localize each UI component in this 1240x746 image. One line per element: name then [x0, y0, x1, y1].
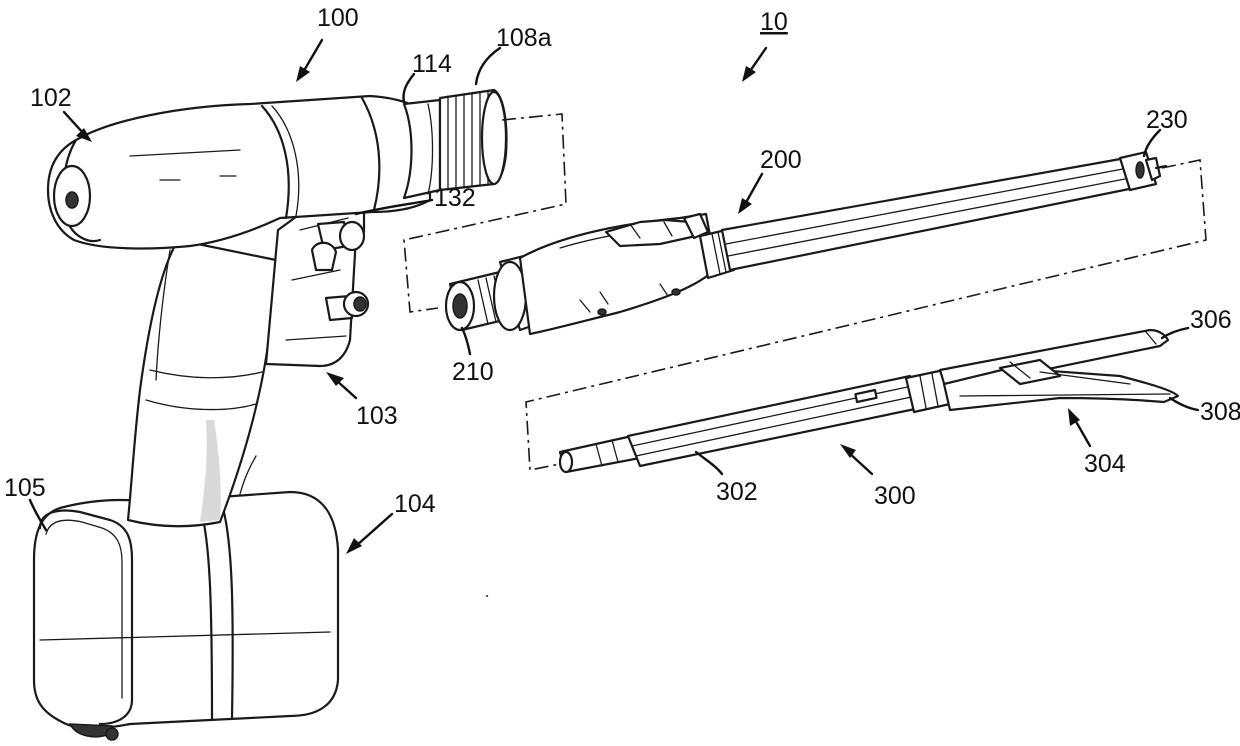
adapter-assembly	[446, 152, 1166, 334]
label-nose-114: 114	[412, 50, 452, 78]
label-system: 10	[760, 8, 788, 36]
speck	[486, 595, 488, 597]
label-cartridge: 308	[1200, 398, 1240, 426]
label-jaw-assembly: 304	[1084, 450, 1126, 478]
adapter-shaft	[722, 158, 1134, 270]
label-adapter-coupling: 210	[452, 358, 494, 386]
label-handle-rear: 102	[30, 84, 72, 112]
label-handle-assembly: 100	[317, 4, 359, 32]
label-adapter-distal: 230	[1146, 106, 1188, 134]
label-loading-unit: 300	[874, 482, 916, 510]
label-loading-unit-shaft: 302	[716, 478, 758, 506]
loading-unit-shaft	[628, 376, 920, 466]
label-connector-108a: 108a	[496, 24, 552, 52]
handle-body	[48, 96, 430, 248]
label-adapter: 200	[760, 146, 802, 174]
label-handle-housing: 103	[356, 402, 398, 430]
handle-grip	[128, 240, 276, 526]
label-battery-cover: 105	[4, 474, 46, 502]
battery-pack	[34, 492, 338, 728]
label-anvil: 306	[1190, 306, 1232, 334]
label-battery: 104	[394, 490, 436, 518]
label-button-132: 132	[434, 184, 476, 212]
